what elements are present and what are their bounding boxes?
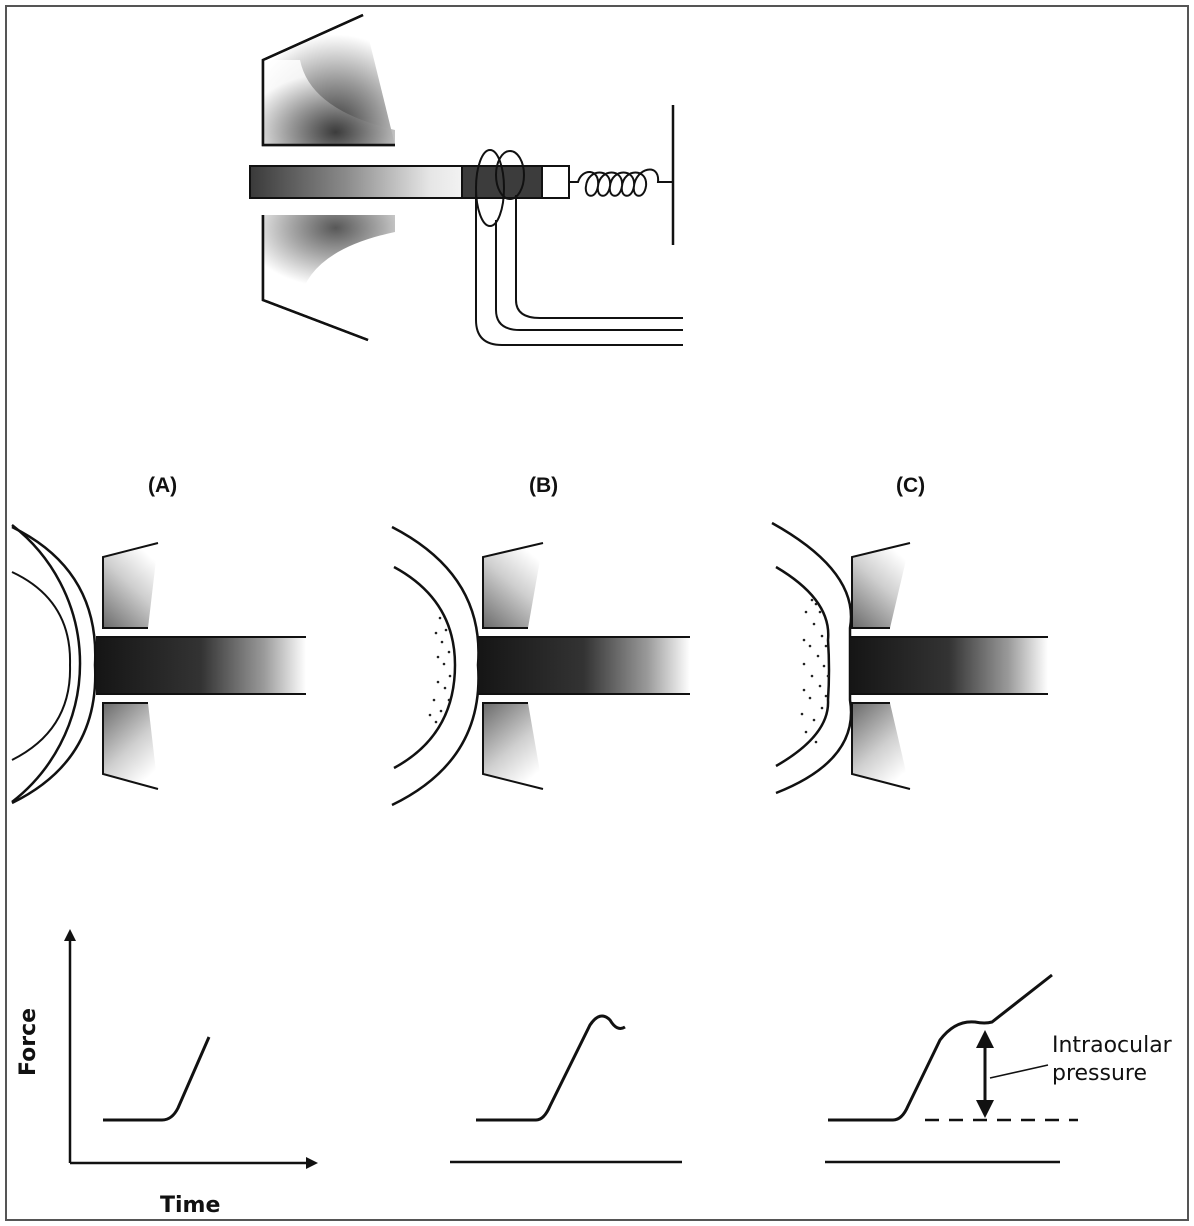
cornea-outer — [391, 525, 480, 807]
annotation-line-1: Intraocular — [1052, 1033, 1172, 1058]
figure-border — [5, 5, 1189, 1221]
y-axis-label: Force — [16, 1007, 41, 1076]
coil-wire — [495, 220, 683, 331]
housing-bottom — [851, 702, 911, 790]
force-curve-b — [476, 1014, 626, 1122]
panel-label-c: (C) — [896, 474, 926, 497]
housing-bottom — [102, 702, 159, 790]
plunger-rod — [249, 165, 463, 199]
panel-label-a: (A) — [148, 474, 178, 497]
coil-wire — [515, 195, 683, 319]
cornea-inner — [11, 571, 72, 761]
annotation-intraocular-pressure: Intraocular pressure — [1052, 1032, 1172, 1088]
coil-loop — [495, 150, 525, 200]
coil-wire — [475, 190, 683, 346]
fluid-stipple — [800, 598, 830, 744]
plunger-rod-c — [850, 637, 1048, 694]
housing-top — [482, 542, 544, 629]
arrow-head-down — [976, 1100, 994, 1118]
housing-bottom — [482, 702, 544, 790]
lower-housing — [261, 215, 369, 342]
panel-b-cornea — [391, 525, 690, 807]
spring — [569, 168, 673, 197]
annotation-line-2: pressure — [1052, 1061, 1148, 1086]
plunger-rod-a — [96, 637, 306, 694]
tonometer-head — [249, 13, 683, 346]
arrow-head-up — [976, 1030, 994, 1048]
annotation-leader — [989, 1064, 1049, 1079]
panel-c-cornea — [771, 521, 1048, 795]
plunger-rod-b — [478, 637, 690, 694]
cornea-inner — [775, 565, 831, 768]
force-curve-a — [103, 1036, 211, 1122]
cornea-outer-arc — [11, 524, 82, 803]
cornea-outer — [771, 521, 853, 795]
cornea-outer — [11, 525, 97, 805]
x-axis-label: Time — [160, 1193, 221, 1218]
coil-loop — [475, 149, 505, 227]
housing-top — [102, 542, 159, 629]
cornea-inner — [393, 565, 457, 770]
housing-top — [851, 542, 911, 629]
panel-label-b: (B) — [529, 474, 559, 497]
panel-a-cornea — [11, 524, 306, 805]
force-curve-c — [828, 973, 1053, 1122]
plunger-end — [541, 165, 570, 199]
fluid-stipple — [428, 616, 452, 724]
